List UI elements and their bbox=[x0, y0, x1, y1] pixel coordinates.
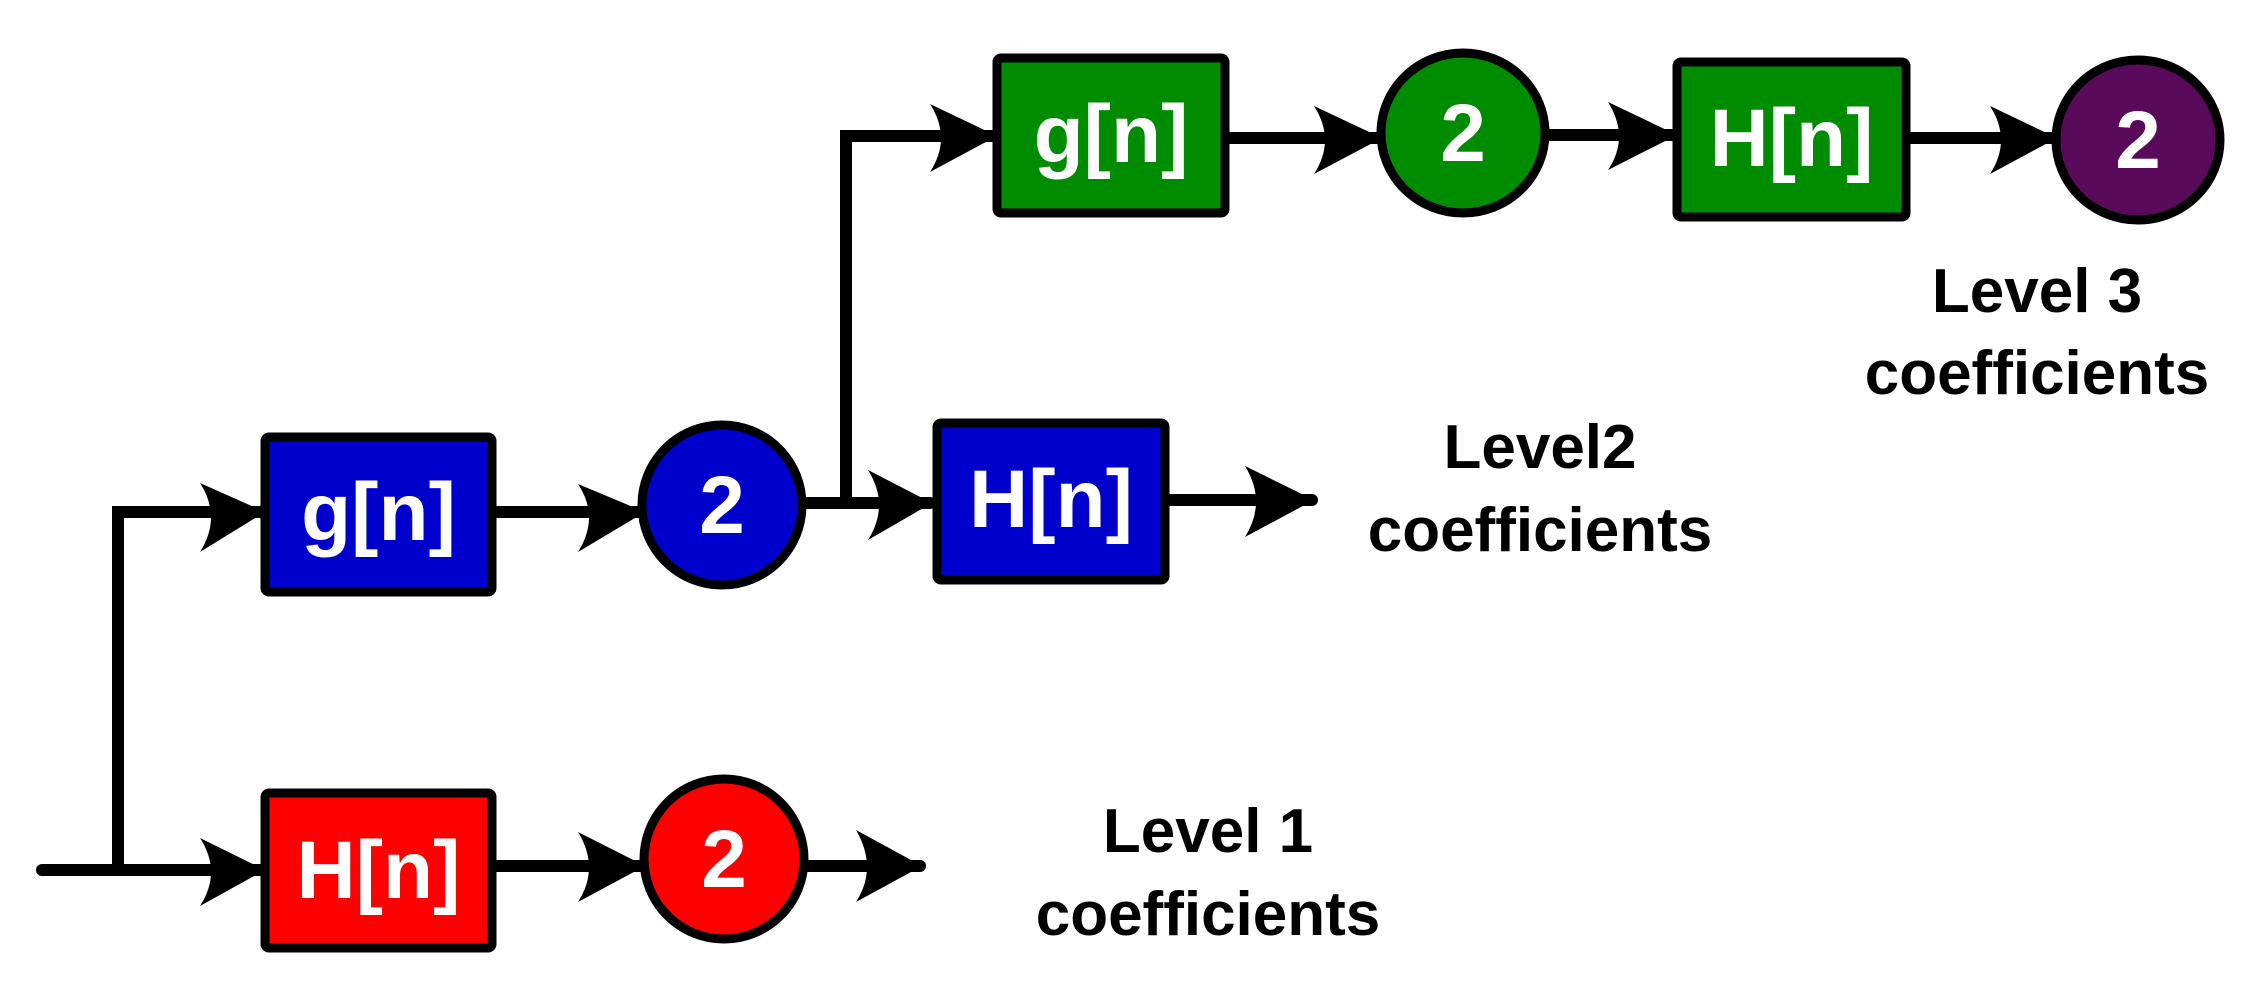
filter-label-l1-h: H[n] bbox=[297, 825, 461, 916]
filter-box-l3-h bbox=[1672, 57, 1911, 222]
downsample-circle-l3-g bbox=[1376, 48, 1550, 218]
level1-label-line1: Level 1 bbox=[1103, 797, 1313, 866]
filter-label-l3-h: H[n] bbox=[1710, 93, 1874, 184]
arrowhead-l2-output bbox=[1245, 466, 1314, 537]
arrowhead-l1-h-down-in bbox=[578, 832, 645, 902]
downsample-circle-l3-h bbox=[2051, 55, 2225, 225]
arrowhead-l1-g-down-in bbox=[578, 484, 645, 552]
arrowhead-l3-h-down-in bbox=[1990, 106, 2057, 174]
arrowhead-l2-h-in bbox=[868, 470, 932, 540]
filter-box-l1-h bbox=[260, 788, 497, 953]
arrowhead-l1-g-in bbox=[200, 483, 265, 552]
filter-label-l2-g: g[n] bbox=[1034, 89, 1189, 180]
filter-label-l1-g: g[n] bbox=[301, 467, 456, 558]
filter-label-l2-h: H[n] bbox=[969, 454, 1133, 545]
filter-box-l2-g bbox=[992, 53, 1230, 218]
filter-box-l2-h bbox=[932, 418, 1170, 585]
level1-label-line2: coefficients bbox=[1036, 880, 1381, 949]
level3-label-line1: Level 3 bbox=[1932, 257, 2142, 326]
arrowhead-l1-h-in bbox=[200, 838, 265, 906]
arrowhead-l3-h-in bbox=[1608, 102, 1677, 170]
arrowhead-l3-g-down-in bbox=[1314, 106, 1382, 174]
downsample-circle-l1-g bbox=[637, 420, 807, 590]
downsample-label-l3-g: 2 bbox=[1440, 88, 1486, 179]
level2-label-line2: coefficients bbox=[1368, 496, 1713, 565]
downsample-label-l1-g: 2 bbox=[699, 460, 745, 551]
downsample-circle-l1-h bbox=[639, 774, 809, 944]
level2-label-line1: Level2 bbox=[1443, 413, 1636, 482]
level3-label-line2: coefficients bbox=[1865, 339, 2210, 408]
downsample-label-l3-h: 2 bbox=[2115, 95, 2161, 186]
downsample-label-l1-h: 2 bbox=[701, 814, 747, 905]
filter-box-l1-g bbox=[260, 432, 497, 597]
arrowhead-l1-output bbox=[856, 830, 922, 902]
split-vertical-wire-level1 bbox=[112, 506, 271, 876]
arrowhead-l2-g-in bbox=[930, 104, 997, 172]
